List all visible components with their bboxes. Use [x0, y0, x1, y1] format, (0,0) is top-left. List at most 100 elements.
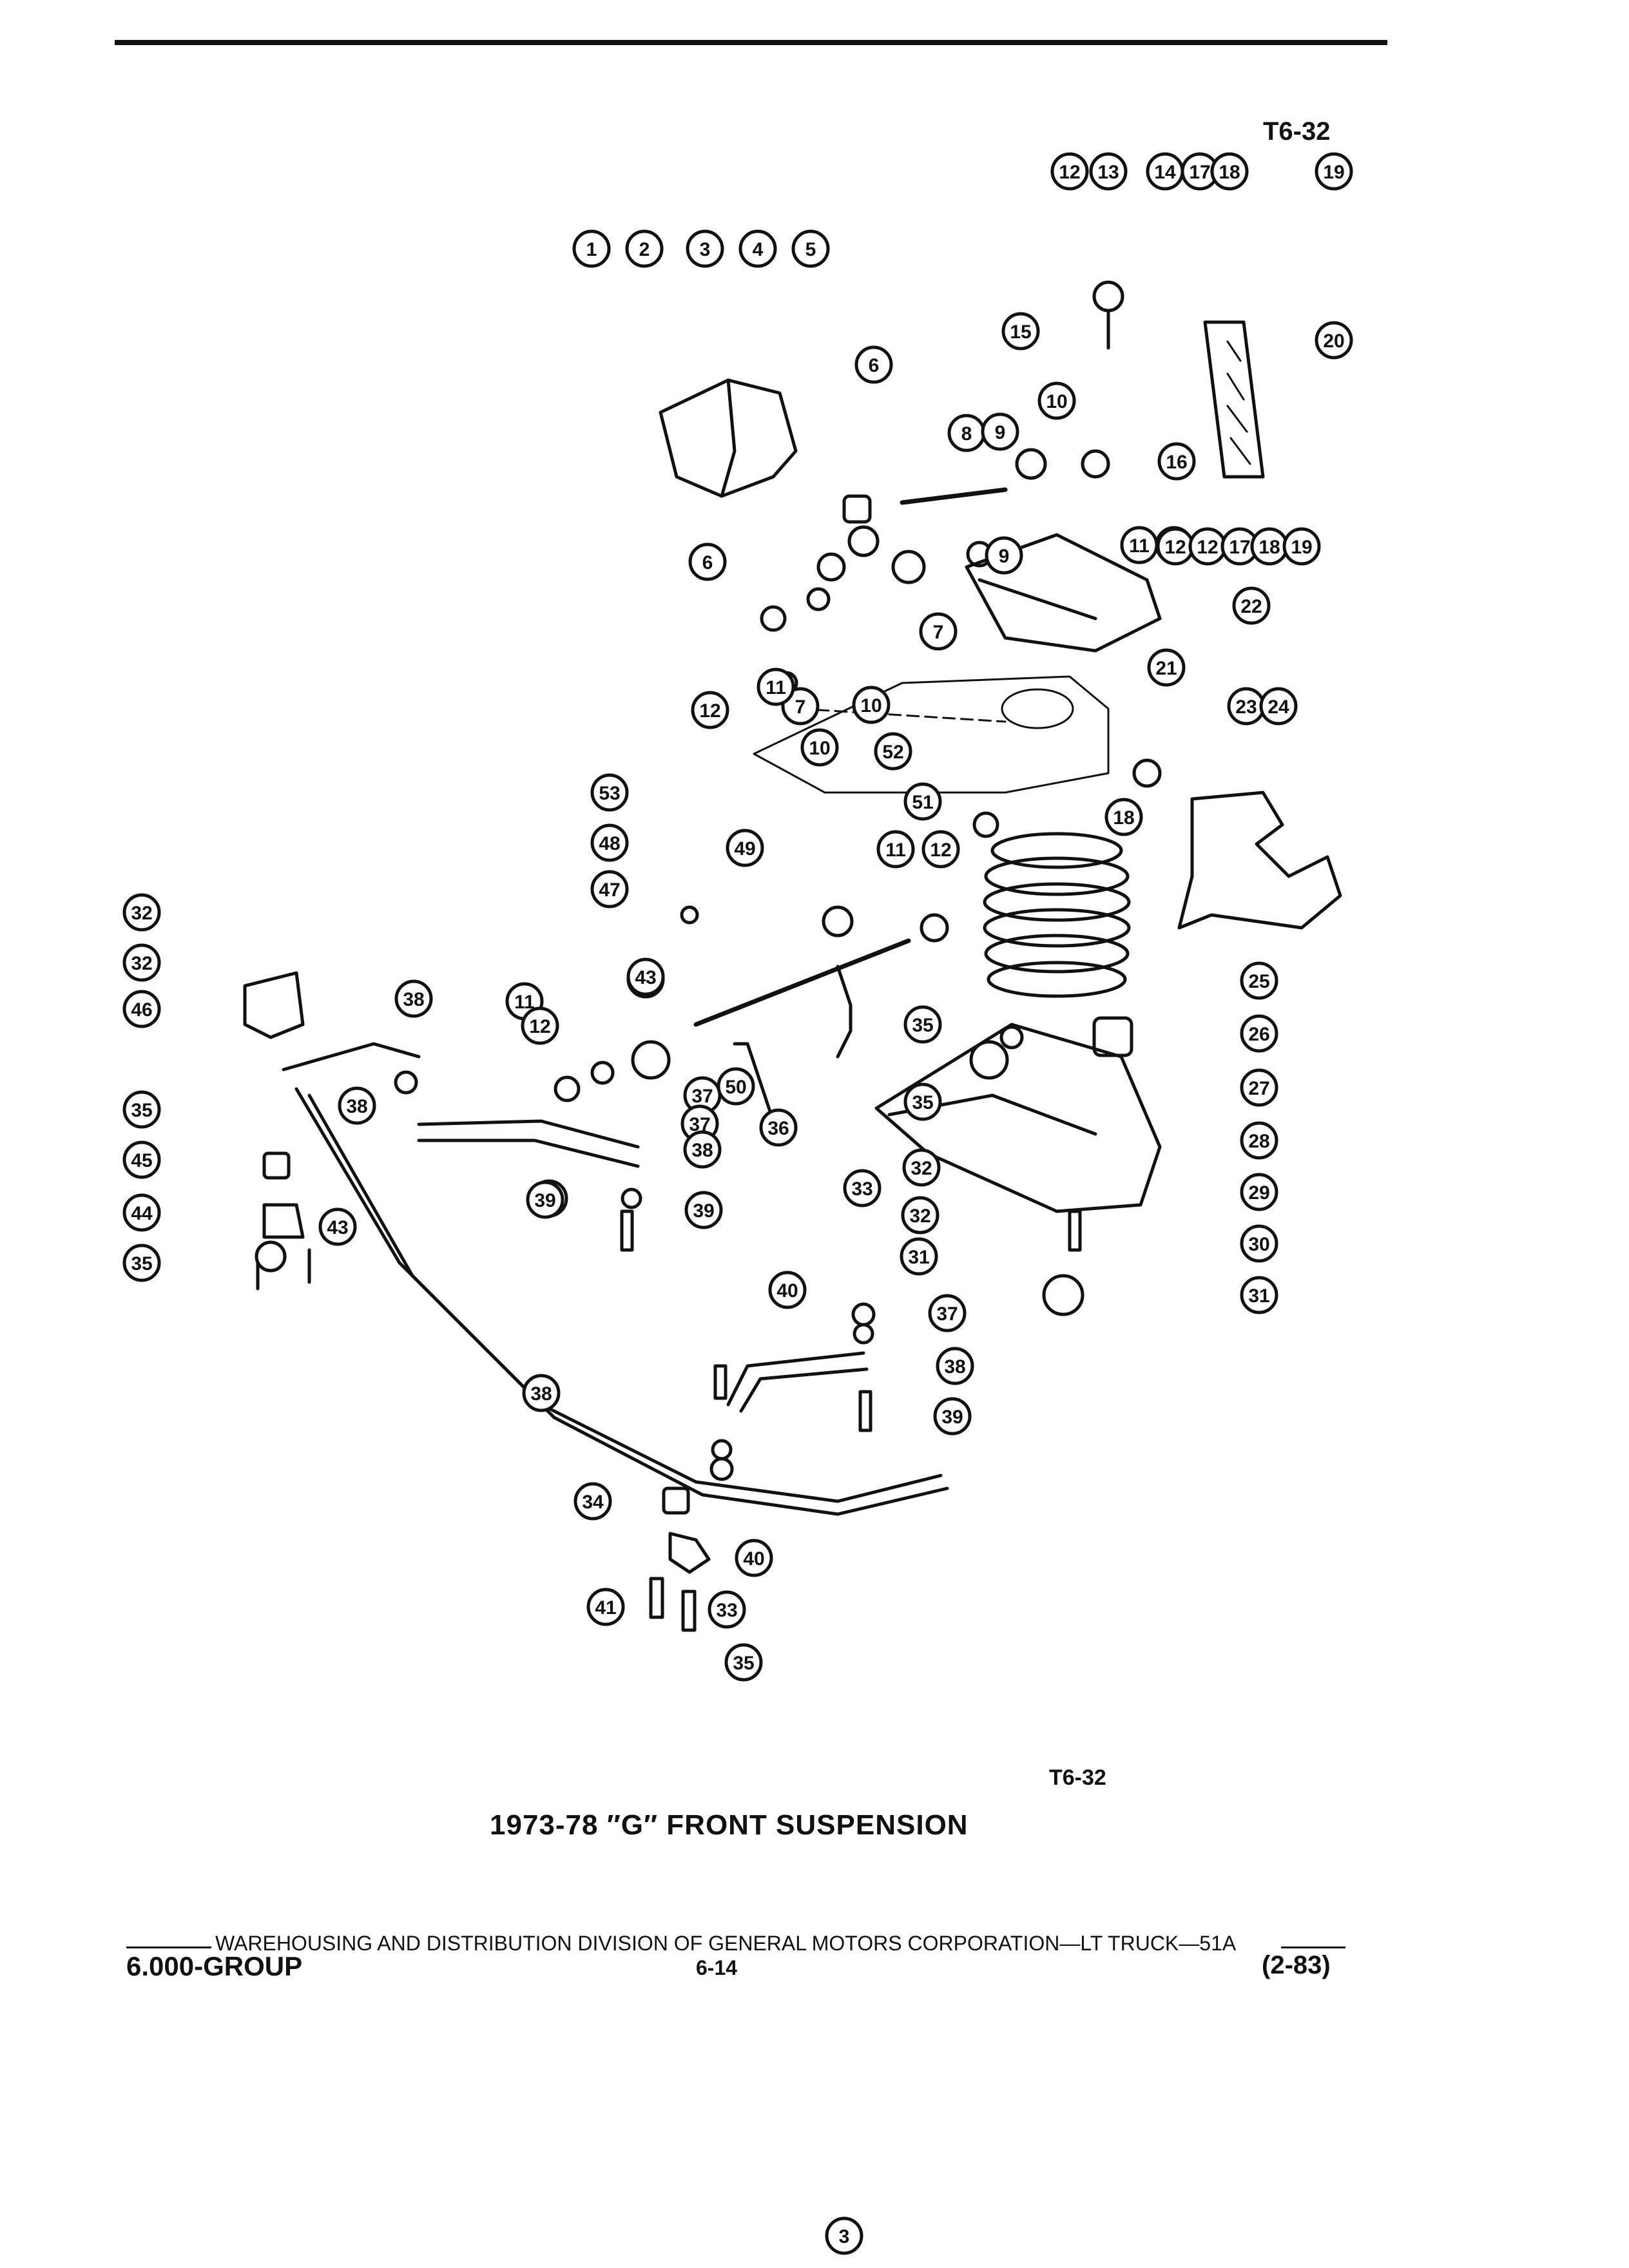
- callout-circle: [526, 1180, 564, 1219]
- callout-circle: [574, 1482, 612, 1521]
- callout-18: 18: [1250, 527, 1289, 566]
- upper-control-arm: [965, 533, 1162, 653]
- steering-knuckle: [1177, 791, 1342, 930]
- footer-page-number: 6-14: [696, 1956, 738, 1979]
- callout-number: 28: [1248, 1131, 1269, 1152]
- callout-18: 18: [1210, 152, 1249, 191]
- callout-number: 22: [1240, 596, 1262, 617]
- callout-circle: [726, 829, 764, 867]
- callout-number: 46: [131, 999, 152, 1021]
- callout-23: 23: [1227, 687, 1266, 726]
- callout-number: 17: [1229, 537, 1250, 558]
- figure-caption: 1973-78 ″G″ FRONT SUSPENSION: [490, 1809, 969, 1841]
- callout-circle: [1240, 1173, 1278, 1211]
- callout-number: 25: [1248, 971, 1269, 992]
- callout-circle: [1089, 152, 1128, 191]
- callout-number: 11: [885, 840, 906, 861]
- callout-number: 52: [882, 742, 903, 763]
- callout-circle: [122, 1244, 161, 1282]
- callout-number: 40: [776, 1280, 798, 1302]
- callout-52: 52: [874, 732, 912, 771]
- callout-circle: [1157, 442, 1196, 481]
- callout-circle: [1210, 152, 1249, 191]
- callout-circle: [522, 1374, 561, 1412]
- callout-40: 40: [768, 1271, 807, 1309]
- callout-circle: [921, 830, 960, 869]
- callout-circle: [684, 1191, 723, 1229]
- callout-number: 12: [1197, 537, 1218, 558]
- callout-number: 30: [1248, 1234, 1269, 1255]
- callout-number: 35: [912, 1092, 933, 1113]
- callout-17: 17: [1181, 152, 1219, 191]
- callout-8: 8: [947, 414, 986, 452]
- callout-21: 21: [1147, 648, 1186, 687]
- callout-number: 35: [131, 1253, 152, 1274]
- callout-number: 38: [530, 1383, 552, 1405]
- callout-number: 18: [1219, 162, 1240, 183]
- callout-circle: [759, 1108, 798, 1147]
- callout-circle: [1147, 648, 1186, 687]
- callout-number: 44: [131, 1203, 153, 1224]
- callout-number: 6: [702, 552, 713, 573]
- callout-number: 35: [733, 1653, 754, 1674]
- bracket-47: [243, 971, 305, 1039]
- callout-number: 8: [961, 423, 972, 445]
- callout-number: 10: [860, 695, 882, 716]
- callout-circle: [981, 412, 1019, 451]
- callout-number: 7: [933, 622, 944, 643]
- callout-4: 4: [738, 229, 777, 268]
- footer-group: 6.000-GROUP: [126, 1951, 303, 1981]
- callout-circle: [338, 1086, 376, 1125]
- callout-35: 35: [122, 1244, 161, 1282]
- callout-circle: [626, 957, 665, 996]
- callout-circle: [1240, 1014, 1278, 1053]
- callout-number: 16: [1166, 452, 1187, 473]
- callout-35: 35: [903, 1082, 942, 1121]
- callout-number: 33: [851, 1178, 872, 1200]
- callout-circle: [1240, 1068, 1278, 1107]
- callout-12: 12: [1156, 527, 1195, 566]
- callout-19: 19: [1315, 152, 1353, 191]
- callout-38: 38: [936, 1347, 974, 1385]
- callout-circle: [122, 1140, 161, 1179]
- callout-49: 49: [726, 829, 764, 867]
- callout-number: 53: [599, 783, 620, 804]
- callout-26: 26: [1240, 1014, 1278, 1053]
- callout-15: 15: [1001, 312, 1040, 351]
- callout-circle: [874, 732, 912, 771]
- callout-circle: [903, 1005, 942, 1044]
- callout-circle: [1037, 381, 1076, 420]
- callout-10: 10: [800, 728, 839, 767]
- callout-20: 20: [1315, 321, 1353, 360]
- callout-7: 7: [919, 612, 958, 651]
- callout-number: 3: [839, 2226, 850, 2247]
- callout-number: 39: [693, 1200, 714, 1222]
- callout-circle: [586, 1588, 625, 1626]
- callout-16: 16: [1157, 442, 1196, 481]
- callout-24: 24: [1259, 687, 1298, 726]
- callout-11: 11: [757, 668, 795, 706]
- callout-12: 12: [691, 691, 729, 729]
- callout-36: 36: [759, 1108, 798, 1147]
- callout-number: 13: [1097, 162, 1119, 183]
- callout-number: 3: [700, 239, 711, 260]
- callout-number: 35: [912, 1015, 933, 1036]
- callout-number: 6: [869, 355, 880, 376]
- shock-absorber: [1203, 320, 1265, 479]
- callout-11: 11: [1120, 526, 1159, 564]
- callout-12: 12: [1188, 527, 1227, 566]
- callout-number: 38: [691, 1140, 713, 1161]
- callout-circle: [122, 1193, 161, 1232]
- callout-circle: [791, 229, 830, 268]
- callout-circle: [781, 687, 820, 726]
- callout-number: 1: [586, 239, 597, 260]
- callout-circle: [919, 612, 958, 651]
- callout-31: 31: [1240, 1276, 1278, 1314]
- callout-number: 14: [1154, 162, 1176, 183]
- callout-number: 47: [599, 879, 620, 901]
- callout-circle: [928, 1294, 967, 1332]
- callout-circle: [852, 686, 891, 724]
- callout-circle: [1259, 687, 1298, 726]
- callout-circle: [800, 728, 839, 767]
